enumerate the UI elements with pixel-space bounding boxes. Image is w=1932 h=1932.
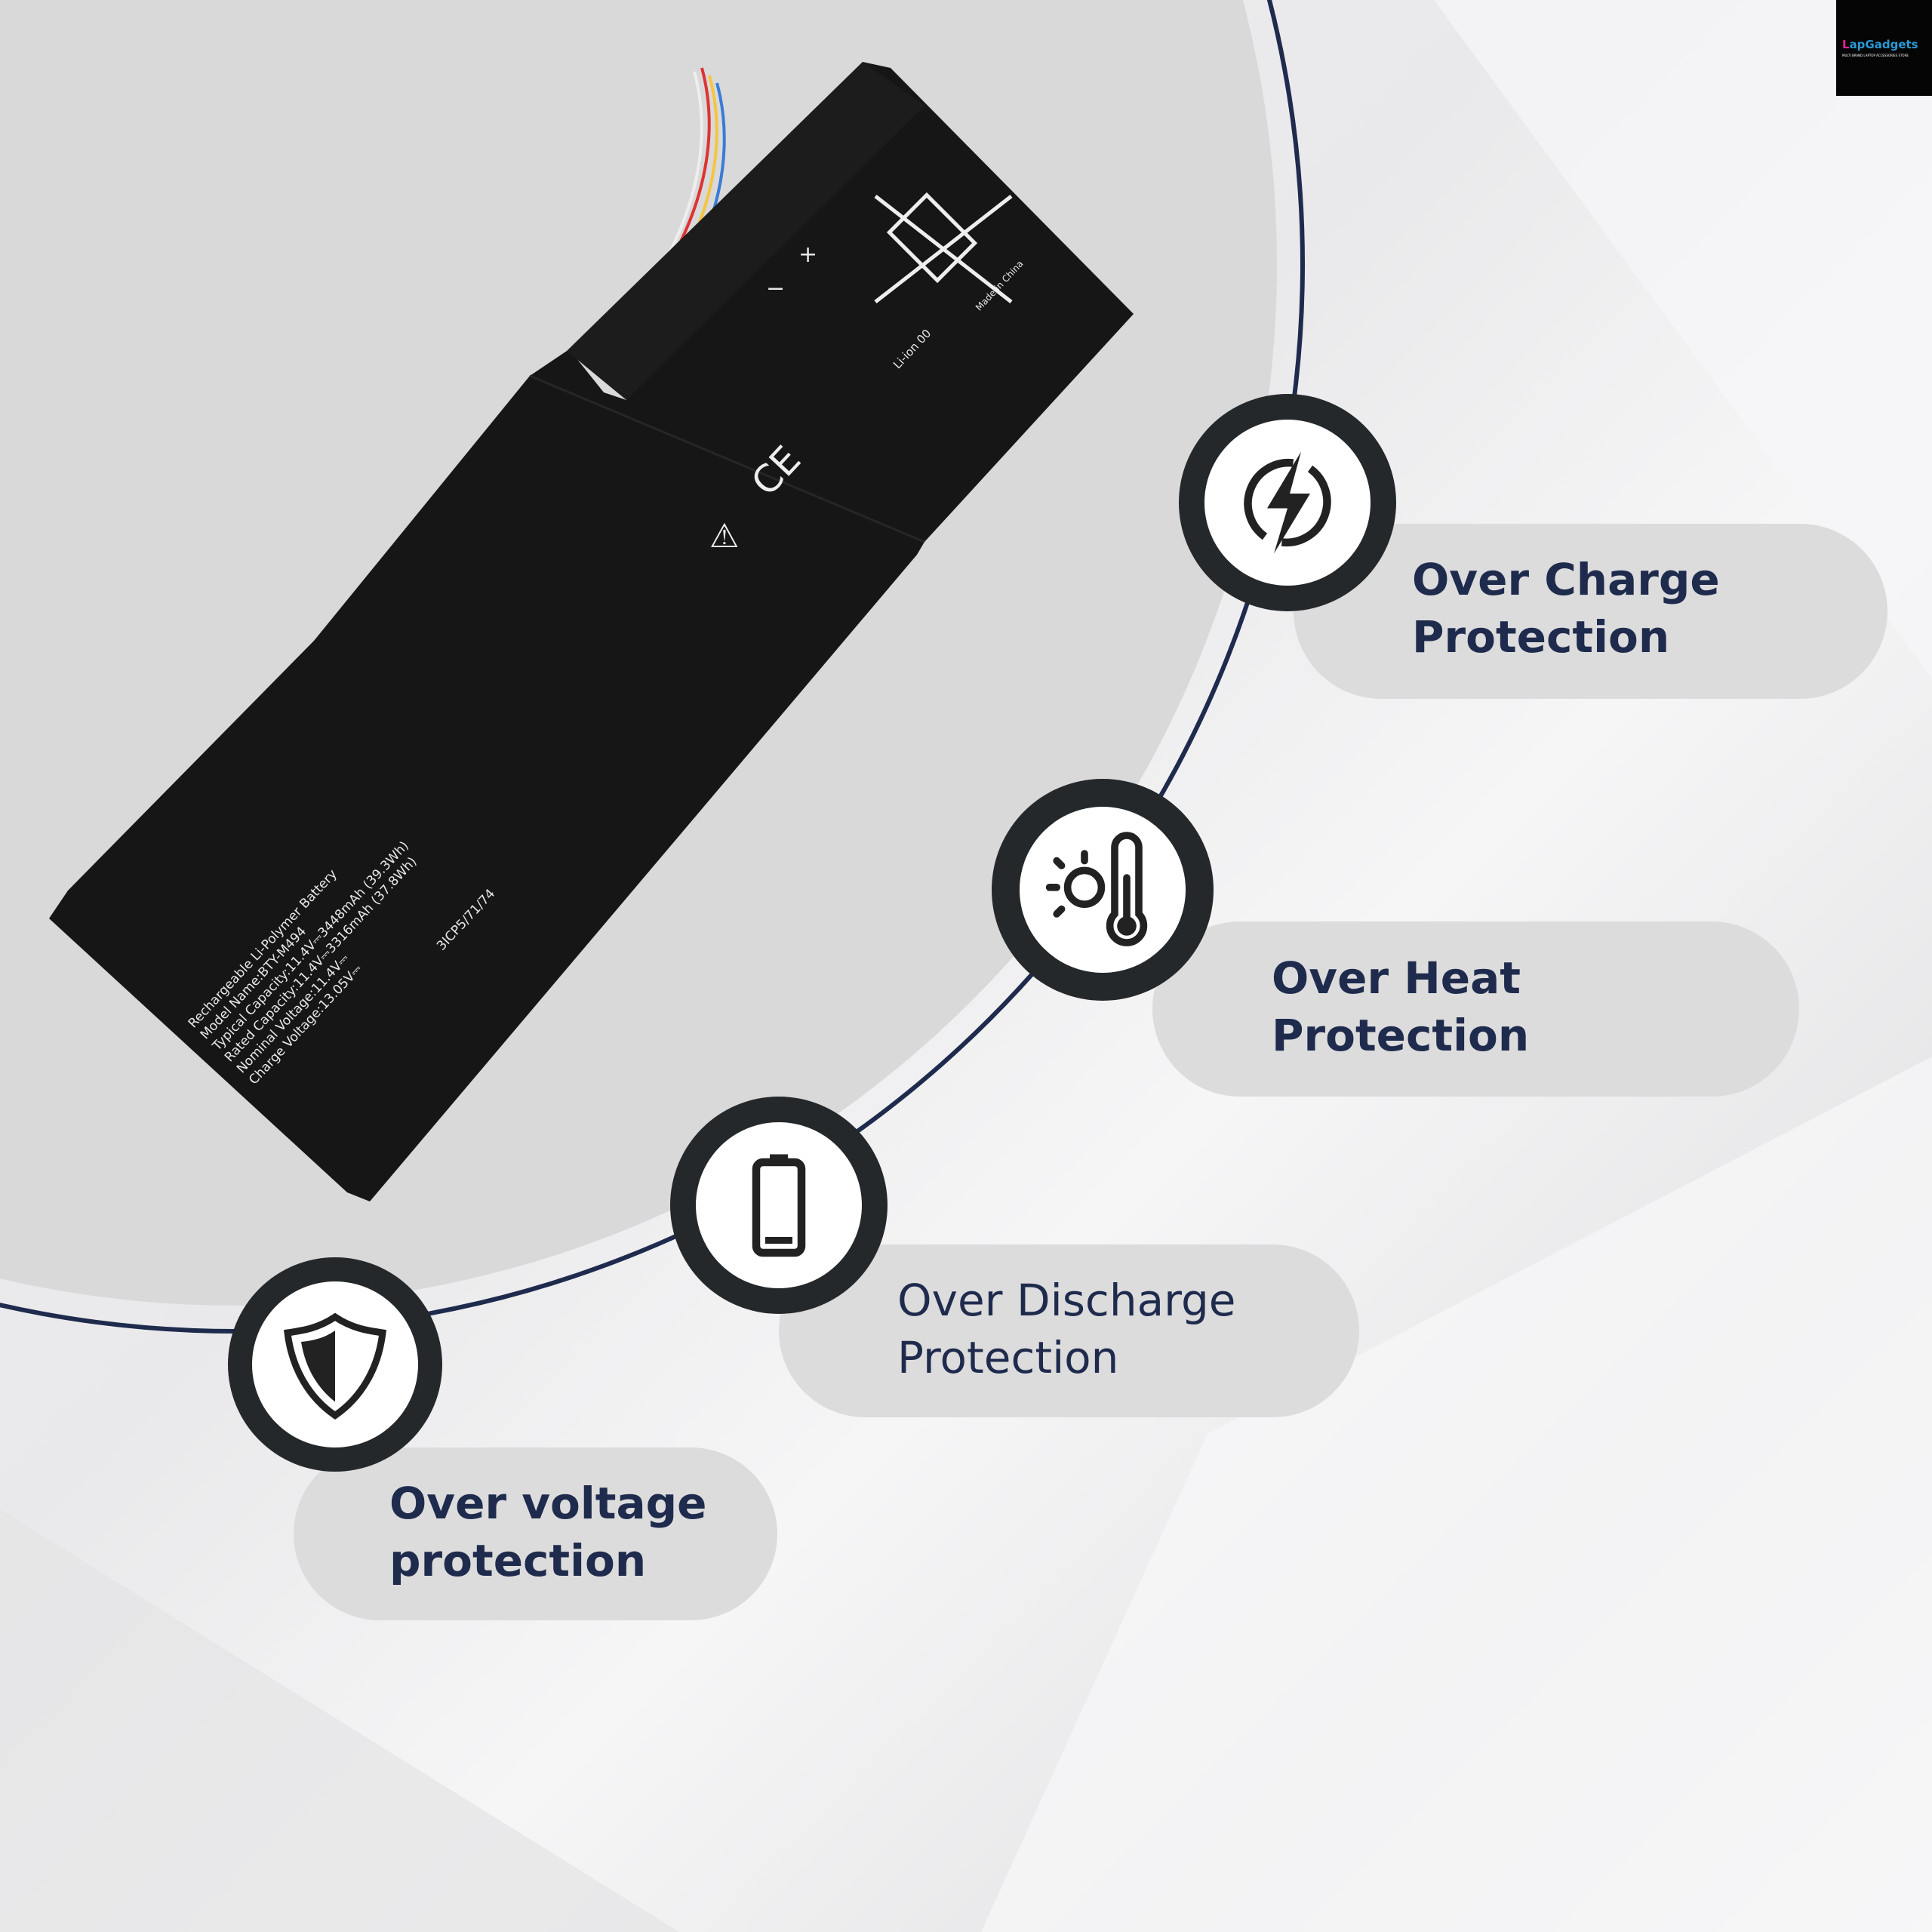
recycle-bin-crossed-icon (874, 192, 1013, 303)
feature-pill-over-voltage (294, 1447, 777, 1620)
lightning-icon (1244, 451, 1331, 554)
battery-plus: + (798, 242, 818, 268)
battery-low-icon (752, 1154, 806, 1257)
feature-icon-over-voltage (228, 1257, 442, 1472)
feature-icon-over-charge (1179, 394, 1396, 611)
feature-icon-over-heat (992, 779, 1214, 1001)
brand-name: LapGadgets (1842, 38, 1918, 51)
brand-logo: LapGadgets MULTI BRAND LAPTOP ACCESSORIE… (1836, 0, 1932, 96)
battery-image (49, 62, 1134, 1201)
feature-pill-over-heat (1152, 921, 1799, 1097)
brand-tagline: MULTI BRAND LAPTOP ACCESSORIES STORE (1842, 54, 1909, 57)
shield-icon (284, 1312, 386, 1420)
feature-icon-over-discharge (670, 1097, 888, 1314)
battery-minus: − (766, 275, 786, 302)
feature-pill-over-discharge (779, 1244, 1359, 1417)
warning-icon: ⚠ (709, 517, 740, 555)
feature-pill-over-charge (1294, 524, 1887, 699)
thermometer-sun-icon (1045, 832, 1148, 946)
